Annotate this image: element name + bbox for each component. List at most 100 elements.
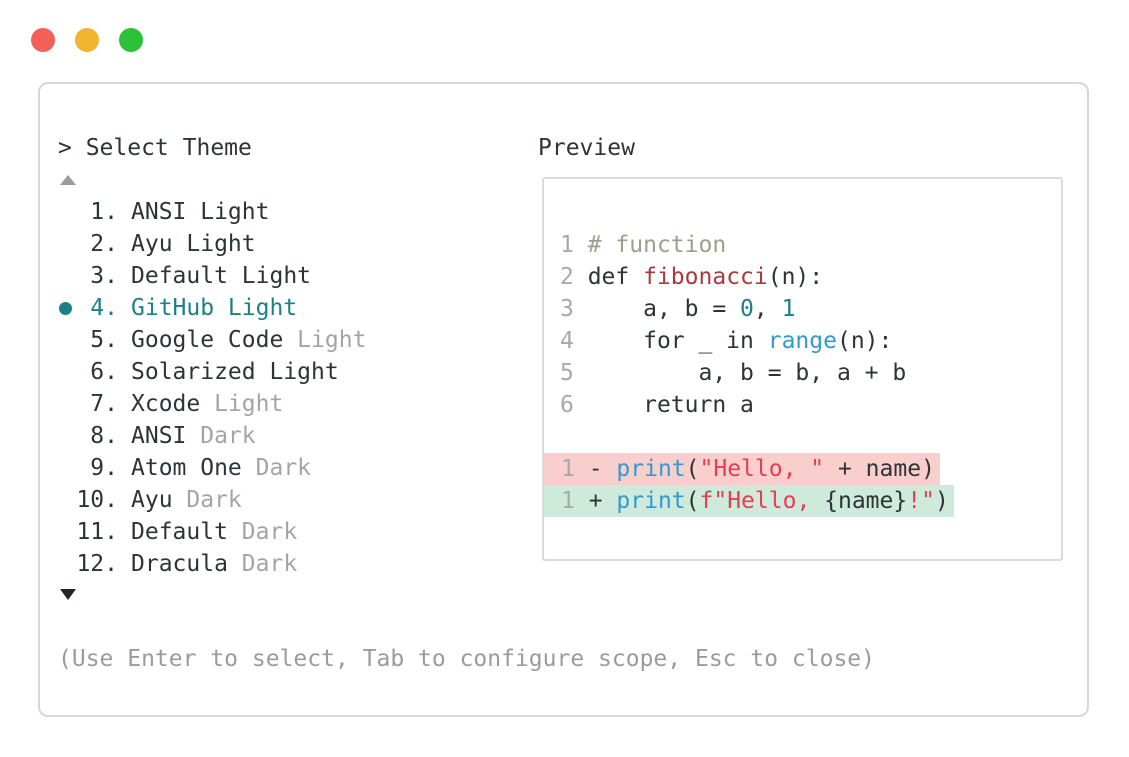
maximize-button[interactable]	[119, 28, 143, 52]
theme-item-atom-one-dark[interactable]: 9. Atom One Dark	[58, 452, 366, 484]
scroll-down-icon[interactable]	[60, 589, 76, 600]
theme-item-number: 10.	[76, 487, 118, 513]
selected-bullet-icon	[59, 302, 72, 315]
window-controls	[31, 28, 143, 52]
theme-item-variant: Dark	[172, 487, 242, 513]
line-number: 2	[560, 264, 574, 290]
code-line-3: 3 a, b = 0, 1	[544, 293, 1061, 325]
code-token-builtin: print	[616, 488, 686, 514]
theme-item-default-light[interactable]: 3. Default Light	[58, 260, 366, 292]
code-token-plain: a, b =	[573, 296, 741, 322]
code-token-plain: + name)	[824, 456, 935, 482]
theme-item-xcode-light[interactable]: 7. Xcode Light	[58, 388, 366, 420]
theme-item-ansi-light[interactable]: 1. ANSI Light	[58, 196, 366, 228]
code-token-string: !"	[907, 488, 935, 514]
line-number: 1	[561, 488, 575, 514]
theme-item-number: 7.	[90, 391, 118, 417]
theme-item-variant: Light	[200, 391, 284, 417]
code-token-plain: )	[934, 488, 949, 514]
theme-item-ayu-light[interactable]: 2. Ayu Light	[58, 228, 366, 260]
code-token-comment: # function	[573, 232, 727, 258]
scroll-up-icon[interactable]	[60, 175, 76, 185]
theme-item-label: ANSI Light	[131, 199, 270, 225]
code-token-function: fibonacci	[643, 264, 768, 290]
diff-band-added: 1 + print(f"Hello, {name}!")	[544, 485, 954, 517]
code-token-plain: (	[685, 456, 700, 482]
code-token-plain: a, b = b, a + b	[573, 360, 907, 386]
theme-item-label: Atom One Dark	[131, 455, 312, 481]
code-token-plain: return a	[573, 392, 754, 418]
code-token-string: "Hello, "	[699, 456, 825, 482]
code-line-6: 6 return a	[544, 389, 1061, 421]
diff-line-added: 1 + print(f"Hello, {name}!")	[544, 485, 1061, 517]
code-token-number: 0	[740, 296, 754, 322]
theme-item-github-light[interactable]: 4. GitHub Light	[58, 292, 366, 324]
line-number: 4	[560, 328, 574, 354]
code-token-plain: (n):	[767, 264, 824, 290]
minimize-button[interactable]	[75, 28, 99, 52]
theme-item-number: 12.	[76, 551, 118, 577]
line-number: 3	[560, 296, 574, 322]
theme-item-variant: Dark	[227, 519, 298, 545]
theme-item-label: Default Light	[131, 263, 312, 289]
theme-item-label: Solarized Light	[131, 359, 339, 385]
theme-item-label: Ayu Light	[131, 231, 256, 257]
close-button[interactable]	[31, 28, 55, 52]
theme-item-google-code-light[interactable]: 5. Google Code Light	[58, 324, 366, 356]
theme-item-variant: Dark	[186, 423, 256, 449]
theme-item-label: Ayu Dark	[131, 487, 242, 513]
theme-item-number: 6.	[90, 359, 118, 385]
code-line-1: 1 # function	[544, 229, 1061, 261]
theme-item-label: Dracula Dark	[131, 551, 298, 577]
theme-item-label: Default Dark	[131, 519, 298, 545]
theme-item-label: GitHub Light	[131, 295, 298, 321]
footer-hint: (Use Enter to select, Tab to configure s…	[58, 646, 875, 672]
line-number: 1	[560, 232, 574, 258]
code-line-2: 2 def fibonacci(n):	[544, 261, 1061, 293]
theme-item-number: 3.	[90, 263, 118, 289]
code-token-plain: {name}	[824, 488, 908, 514]
theme-item-number: 5.	[90, 327, 118, 353]
prompt-title: > Select Theme	[58, 135, 252, 161]
line-number: 6	[560, 392, 574, 418]
code-token-builtin: print	[616, 456, 686, 482]
theme-item-dracula-dark[interactable]: 12. Dracula Dark	[58, 548, 366, 580]
theme-item-number: 8.	[90, 423, 118, 449]
code-token-plain: ,	[753, 296, 782, 322]
theme-item-default-dark[interactable]: 11. Default Dark	[58, 516, 366, 548]
line-number: 5	[560, 360, 574, 386]
diff-line-removed: 1 - print("Hello, " + name)	[544, 453, 1061, 485]
theme-item-ansi-dark[interactable]: 8. ANSI Dark	[58, 420, 366, 452]
theme-list: 1. ANSI Light 2. Ayu Light 3. Default Light 4.…	[58, 196, 366, 580]
code-line-5: 5 a, b = b, a + b	[544, 357, 1061, 389]
theme-item-number: 9.	[90, 455, 118, 481]
theme-item-number: 2.	[90, 231, 118, 257]
code-token-plain: +	[574, 488, 617, 514]
code-token-plain: (n):	[836, 328, 893, 354]
code-line-blank-6	[544, 421, 1061, 453]
theme-item-number: 4.	[90, 295, 118, 321]
code-token-number: 1	[781, 296, 796, 322]
theme-item-number: 1.	[90, 199, 118, 225]
theme-item-label: Xcode Light	[131, 391, 284, 417]
code-token-builtin: range	[767, 328, 837, 354]
code-token-plain: def	[573, 264, 644, 290]
code-token-plain: for _ in	[573, 328, 768, 354]
theme-item-variant: Dark	[227, 551, 298, 577]
diff-band-removed: 1 - print("Hello, " + name)	[544, 453, 940, 485]
theme-item-variant: Light	[283, 327, 367, 353]
code-token-plain: (	[685, 488, 700, 514]
theme-item-label: ANSI Dark	[131, 423, 256, 449]
theme-item-variant: Dark	[241, 455, 312, 481]
line-number: 1	[561, 456, 575, 482]
code-token-plain: -	[574, 456, 617, 482]
theme-item-label: Google Code Light	[131, 327, 367, 353]
code-line-4: 4 for _ in range(n):	[544, 325, 1061, 357]
theme-item-ayu-dark[interactable]: 10. Ayu Dark	[58, 484, 366, 516]
theme-item-number: 11.	[76, 519, 118, 545]
theme-item-solarized-light[interactable]: 6. Solarized Light	[58, 356, 366, 388]
